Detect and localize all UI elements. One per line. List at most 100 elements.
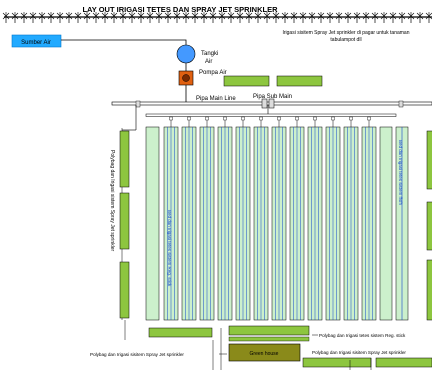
sprinkler-icon — [317, 12, 325, 23]
sprinkler-icon — [2, 12, 10, 23]
sprinkler-icon — [380, 12, 388, 23]
sprinkler-icon — [200, 12, 208, 23]
top-fence-sprinklers — [2, 12, 432, 23]
sprinkler-icon — [389, 12, 397, 23]
sprinkler-icon — [74, 12, 82, 23]
drip-valve-icon — [205, 116, 209, 121]
polybag-reg-stick-1 — [228, 325, 310, 336]
sprinkler-icon — [56, 12, 64, 23]
bed — [379, 126, 393, 321]
sprinkler-icon — [425, 12, 432, 23]
sprinkler-icon — [263, 12, 271, 23]
polybag-left-1 — [119, 130, 130, 188]
bed — [199, 116, 215, 321]
drip-valve-icon — [241, 116, 245, 121]
polybag-right-3 — [426, 259, 432, 321]
polybag-left-3 — [119, 261, 130, 319]
sprinkler-icon — [119, 12, 127, 23]
bed — [145, 126, 160, 321]
sprinkler-icon — [182, 12, 190, 23]
sprinkler-icon — [101, 12, 109, 23]
polybag-bottom-left — [148, 327, 213, 338]
sprinkler-icon — [137, 12, 145, 23]
drip-valve-icon — [349, 116, 353, 121]
sprinkler-icon — [191, 12, 199, 23]
bed — [325, 116, 341, 321]
note-top-line2: tabulampot dll — [330, 37, 361, 43]
main-line-valves — [135, 98, 404, 109]
greenhouse-box — [228, 343, 301, 362]
sprinkler-icon — [20, 12, 28, 23]
polybag-bottom-left-label: Polybag dan Irigasi sisitem Spray Jet sp… — [90, 352, 184, 357]
sprinkler-icon — [47, 12, 55, 23]
drip-valve-icon — [277, 116, 281, 121]
planter-top-2 — [276, 75, 323, 87]
sprinkler-icon — [164, 12, 172, 23]
sprinkler-icon — [326, 12, 334, 23]
bed — [271, 116, 287, 321]
polybag-left-vertical-label: Polybag dan Irigasi sistem Spray Jet spr… — [109, 150, 115, 251]
bed — [361, 116, 377, 321]
sprinkler-icon — [155, 12, 163, 23]
polybag-right-2 — [426, 201, 432, 251]
polybag-bottom-right-2 — [375, 357, 432, 368]
drip-valve-icon — [331, 116, 335, 121]
bed — [307, 116, 323, 321]
beds-group — [145, 116, 409, 321]
bed — [235, 116, 251, 321]
polybag-reg-stick-2 — [228, 336, 310, 342]
sprinkler-icon — [398, 12, 406, 23]
sprinkler-icon — [272, 12, 280, 23]
drip-valve-icon — [169, 116, 173, 121]
bed — [253, 116, 269, 321]
drip-valve-icon — [367, 116, 371, 121]
sprinkler-icon — [281, 12, 289, 23]
water-source-label: Sumber Air — [21, 40, 51, 46]
source-pipe — [61, 39, 187, 48]
sprinkler-icon — [83, 12, 91, 23]
bed — [217, 116, 233, 321]
sprinkler-icon — [146, 12, 154, 23]
bed — [181, 116, 197, 321]
sprinkler-icon — [227, 12, 235, 23]
sprinkler-icon — [209, 12, 217, 23]
drip-valve-icon — [187, 116, 191, 121]
sub-main-label: Pipa Sub Main — [253, 94, 292, 100]
diagram-title: LAY OUT IRIGASI TETES DAN SPRAY JET SPRI… — [82, 5, 278, 14]
sprinkler-icon — [344, 12, 352, 23]
tank-label-2: Air — [205, 59, 212, 65]
bed — [343, 116, 359, 321]
bed — [395, 126, 409, 321]
sprinkler-icon — [173, 12, 181, 23]
polybag-bottom-right-label: Polybag dan Irigasi sisitem Spray Jet sp… — [312, 350, 406, 355]
sprinkler-icon — [38, 12, 46, 23]
polybag-bottom-right-1 — [302, 357, 372, 368]
drip-valve-icon — [223, 116, 227, 121]
sprinkler-icon — [407, 12, 415, 23]
pump-label: Pompa Air — [199, 70, 227, 76]
polybag-reg-stick-label: Polybag dan Irigasi tetes sistem Reg. st… — [319, 333, 406, 338]
tank-label-1: Tangki — [201, 51, 218, 57]
bed-left-vertical-label: Bed dan Irigasi tetes sistem Reg. stick — [167, 210, 172, 287]
bed-right-vertical-label: Bed dan Irigasi tetes sistem ffsfh — [398, 140, 403, 205]
polybag-left-2 — [119, 192, 130, 250]
sprinkler-icon — [290, 12, 298, 23]
sprinkler-icon — [65, 12, 73, 23]
sprinkler-icon — [236, 12, 244, 23]
sprinkler-icon — [335, 12, 343, 23]
sprinkler-icon — [218, 12, 226, 23]
sprinkler-icon — [299, 12, 307, 23]
sprinkler-icon — [254, 12, 262, 23]
sprinkler-icon — [362, 12, 370, 23]
sprinkler-icon — [416, 12, 424, 23]
planter-top-1 — [223, 75, 270, 87]
polybag-right-1 — [426, 130, 432, 190]
sprinkler-icon — [308, 12, 316, 23]
bed — [163, 116, 179, 321]
sprinkler-icon — [245, 12, 253, 23]
sprinkler-icon — [11, 12, 19, 23]
greenhouse-label: Green house — [250, 351, 279, 357]
sprinkler-icon — [110, 12, 118, 23]
main-line-label: Pipa Main Line — [196, 96, 236, 102]
